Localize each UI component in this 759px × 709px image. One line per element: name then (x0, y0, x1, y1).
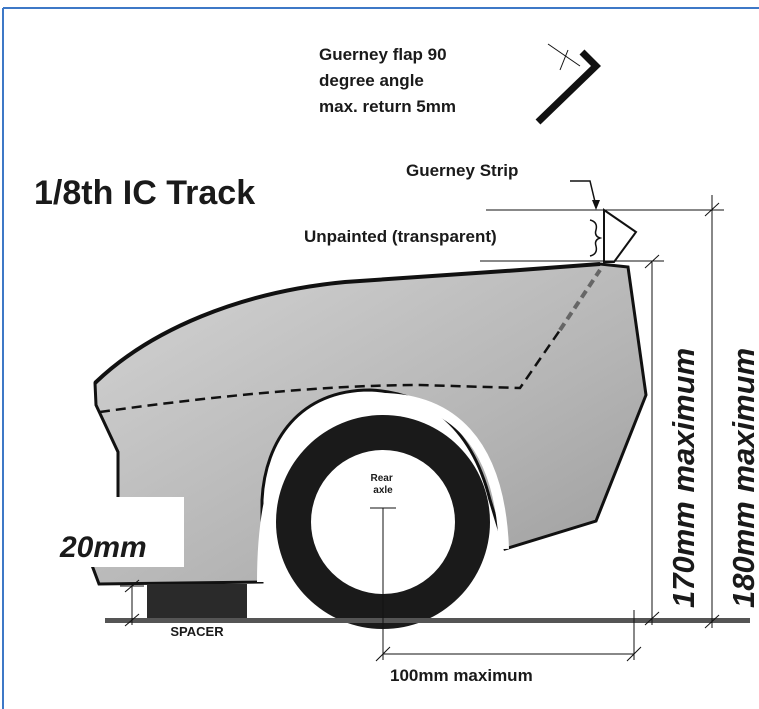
height-170-label: 170mm maximum (666, 348, 701, 608)
ground-line (105, 618, 750, 623)
overhang-label: 100mm maximum (390, 666, 533, 685)
wheel-arch (257, 392, 509, 583)
dim-180-line (704, 195, 720, 629)
gurney-strip-outline (603, 208, 638, 263)
ride-height-label: 20mm (59, 531, 147, 564)
height-180-label: 180mm maximum (726, 348, 759, 608)
spacer-block (147, 584, 247, 618)
diagram-title: 1/8th IC Track (34, 174, 255, 212)
ride-height-box (56, 497, 184, 567)
dim-170-line (644, 254, 660, 626)
spacer-label: SPACER (170, 624, 224, 639)
overhang-dimension (375, 545, 642, 662)
unpainted-label: Unpainted (transparent) (304, 227, 497, 246)
waist-line (99, 329, 562, 414)
ride-height-dimension (120, 579, 144, 627)
axle-label: Rear axle (370, 473, 395, 496)
gurney-strip-arrow (570, 180, 597, 207)
unpainted-brace (589, 219, 603, 257)
gurney-flap-note: Guerney flap 90 degree angle max. return… (319, 45, 456, 116)
arrow-head-icon (592, 200, 600, 210)
roof-line (93, 262, 601, 385)
gurney-flap-icon (535, 43, 601, 125)
gurney-strip-label: Guerney Strip (406, 161, 518, 180)
